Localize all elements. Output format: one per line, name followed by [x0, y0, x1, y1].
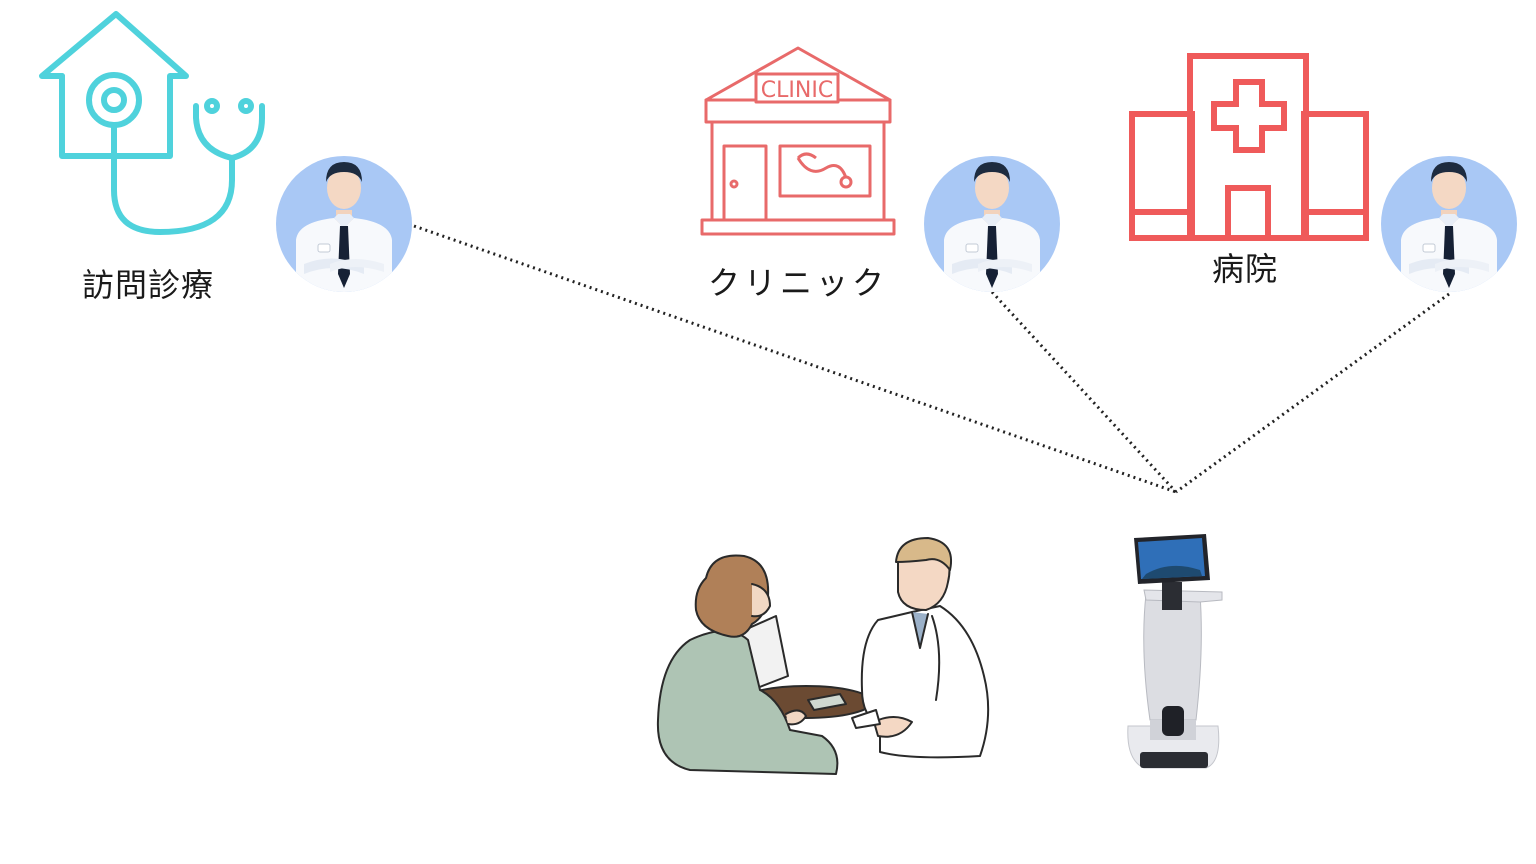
- connector-clinic: [990, 290, 1178, 494]
- doctor-avatar-hospital: [1381, 156, 1517, 292]
- clinic-sign-text: CLINIC: [761, 78, 833, 103]
- hospital-building-icon: [1129, 53, 1369, 241]
- doctor-avatar-clinic: [924, 156, 1060, 292]
- doctor-avatar-home-visit: [276, 156, 412, 292]
- connector-home: [413, 224, 1177, 494]
- telepresence-robot-icon: [1127, 534, 1223, 769]
- clinic-building-icon: [700, 46, 896, 236]
- connector-lines: [413, 224, 1450, 494]
- label-hospital: 病院: [1212, 250, 1279, 288]
- connector-hospital: [1175, 292, 1450, 494]
- label-clinic: クリニック: [708, 264, 889, 302]
- house-stethoscope-icon: [39, 11, 265, 235]
- label-home-visit: 訪問診療: [82, 266, 215, 304]
- consultation-illustration: [656, 537, 990, 775]
